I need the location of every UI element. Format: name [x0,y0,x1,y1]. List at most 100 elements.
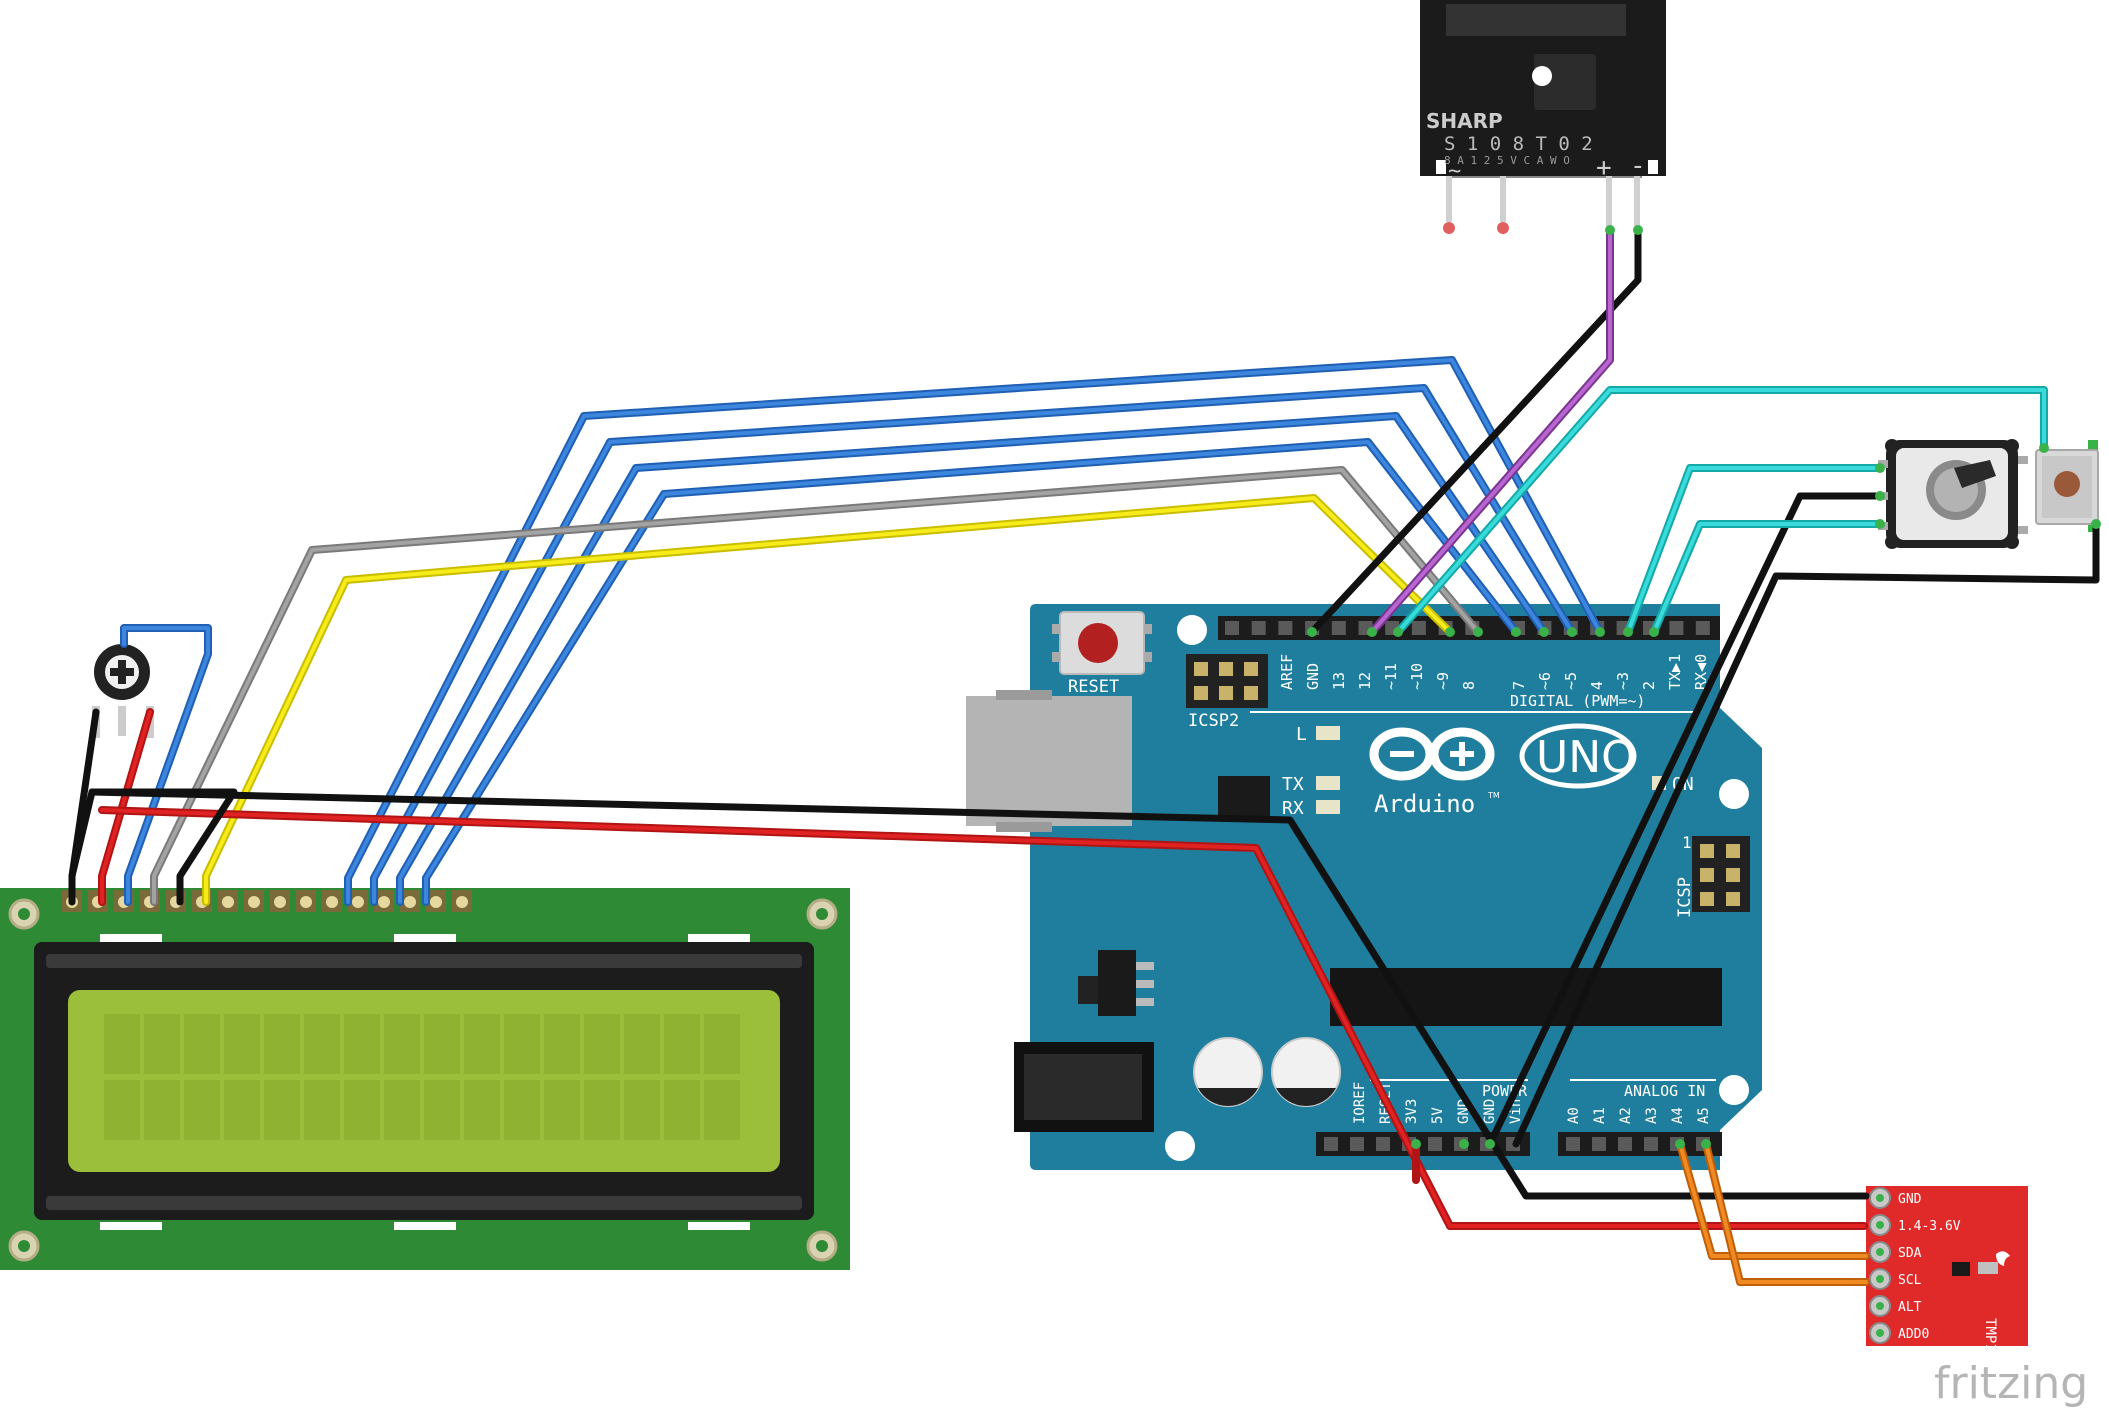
wire-endpoint [1595,627,1605,637]
capacitor [1193,1037,1263,1107]
digital-pin [1695,621,1710,635]
power-pin [1376,1137,1390,1151]
lcd-character-cell [504,1014,540,1074]
icsp-pin [1700,844,1714,858]
lcd-character-cell [304,1080,340,1140]
lcd-character-cell [184,1080,220,1140]
sensor-header-pins [1869,1187,1891,1344]
wire-cyan-encoder-b [1652,522,1882,634]
lcd-character-cell [704,1080,740,1140]
digital-pin [1251,621,1266,635]
led-rx-label: RX [1282,798,1304,819]
wire-endpoint [1539,627,1549,637]
icsp2-pin [1194,686,1208,700]
wires [68,226,2100,1286]
wire-red-5v [100,808,1866,1228]
wire-gray-rs [152,468,1480,904]
lcd-character-cell [224,1014,260,1074]
lcd-character-cell [624,1080,660,1140]
wire-endpoint [1473,627,1483,637]
relay-brand: SHARP [1426,109,1503,133]
sensor-pin-label: GND [1898,1192,1922,1207]
sensor-name: TMP102 [1982,1318,1998,1369]
digital-pin [1411,621,1426,635]
sensor-pin-label: 1.4-3.6V [1898,1219,1961,1234]
relay-minus-symbol: - [1630,151,1646,181]
push-button[interactable] [2035,440,2099,532]
wire-endpoint [1411,1139,1421,1149]
wire-endpoint [1701,1139,1711,1149]
lcd-character-cell [384,1080,420,1140]
lcd-character-cell [144,1014,180,1074]
lcd-character-cell [144,1080,180,1140]
lcd-character-cell [384,1014,420,1074]
lcd-character-cell [264,1014,300,1074]
wire-endpoint [1511,627,1521,637]
wire-orange-scl [1704,1142,1868,1284]
power-pin [1324,1137,1338,1151]
arduino-uno-board: RESET ICSP2 L TX RX ON UNO Arduino TM [966,604,1762,1170]
power-pin-label: IOREF [1352,1082,1368,1124]
power-pin [1350,1137,1364,1151]
relay-plus-symbol: + [1596,153,1612,183]
wire-red-lcd-vcc [100,710,152,904]
reset-button[interactable] [1052,611,1152,675]
trademark-label: TM [1487,791,1500,800]
digital-pin-label: GND [1304,663,1322,690]
digital-pin-label: ~11 [1382,663,1400,690]
wire-blue-d7 [346,358,1602,904]
digital-pin-label: ~5 [1562,672,1580,690]
analog-pin-label: A3 [1644,1107,1660,1124]
digital-pin-label: ~9 [1434,672,1452,690]
power-pin-label: 5V [1430,1107,1446,1124]
lcd-character-cell [104,1080,140,1140]
wire-blue-d6 [372,386,1574,904]
lcd-character-cell [344,1014,380,1074]
rotary-encoder[interactable] [1878,439,2028,549]
wire-endpoint [1605,225,1615,235]
icsp-header [1692,836,1750,912]
analog-header [1558,1132,1722,1156]
analog-pin [1644,1137,1658,1151]
digital-pin-label: 13 [1330,672,1348,690]
lcd-character-cell [184,1014,220,1074]
lcd-character-cell [104,1014,140,1074]
wire-endpoint [1875,463,1885,473]
solid-state-relay [1420,0,1666,234]
wire-endpoint [1367,627,1377,637]
lcd-character-cell [424,1080,460,1140]
lcd-character-cell [344,1080,380,1140]
wire-yellow-enable [204,496,1452,904]
digital-pin [1331,621,1346,635]
icsp-pin [1700,868,1714,882]
icsp-pin [1726,868,1740,882]
analog-pin-label: A1 [1592,1107,1608,1124]
icsp-pin [1726,892,1740,906]
wire-endpoint [1393,627,1403,637]
tmp102-sensor [1866,1186,2028,1346]
sensor-pin-label: ALT [1898,1300,1922,1315]
digital-pin [1278,621,1293,635]
uno-label: UNO [1536,732,1636,783]
digital-pin-label: TX▶1 [1666,654,1684,690]
lcd-character-cell [584,1014,620,1074]
wire-endpoint [1675,1139,1685,1149]
analog-label: ANALOG IN [1624,1082,1705,1100]
icsp-pin [1726,844,1740,858]
analog-pin-label: A0 [1566,1107,1582,1124]
wire-black-button-gnd [1512,520,2100,1148]
wire-orange-scl [1702,1140,1870,1286]
icsp2-header [1186,654,1268,708]
analog-pin-label: A4 [1670,1107,1686,1124]
lcd-character-cell [464,1080,500,1140]
arduino-logo-icon [1369,723,1637,789]
lcd-character-cell [584,1080,620,1140]
lcd-character-cell [464,1014,500,1074]
relay-ac-symbol: ~ [1448,159,1461,184]
capacitor [1271,1037,1341,1107]
lcd-character-cell [504,1080,540,1140]
digital-pin-label: AREF [1278,654,1296,690]
icsp-label: ICSP [1675,877,1695,918]
